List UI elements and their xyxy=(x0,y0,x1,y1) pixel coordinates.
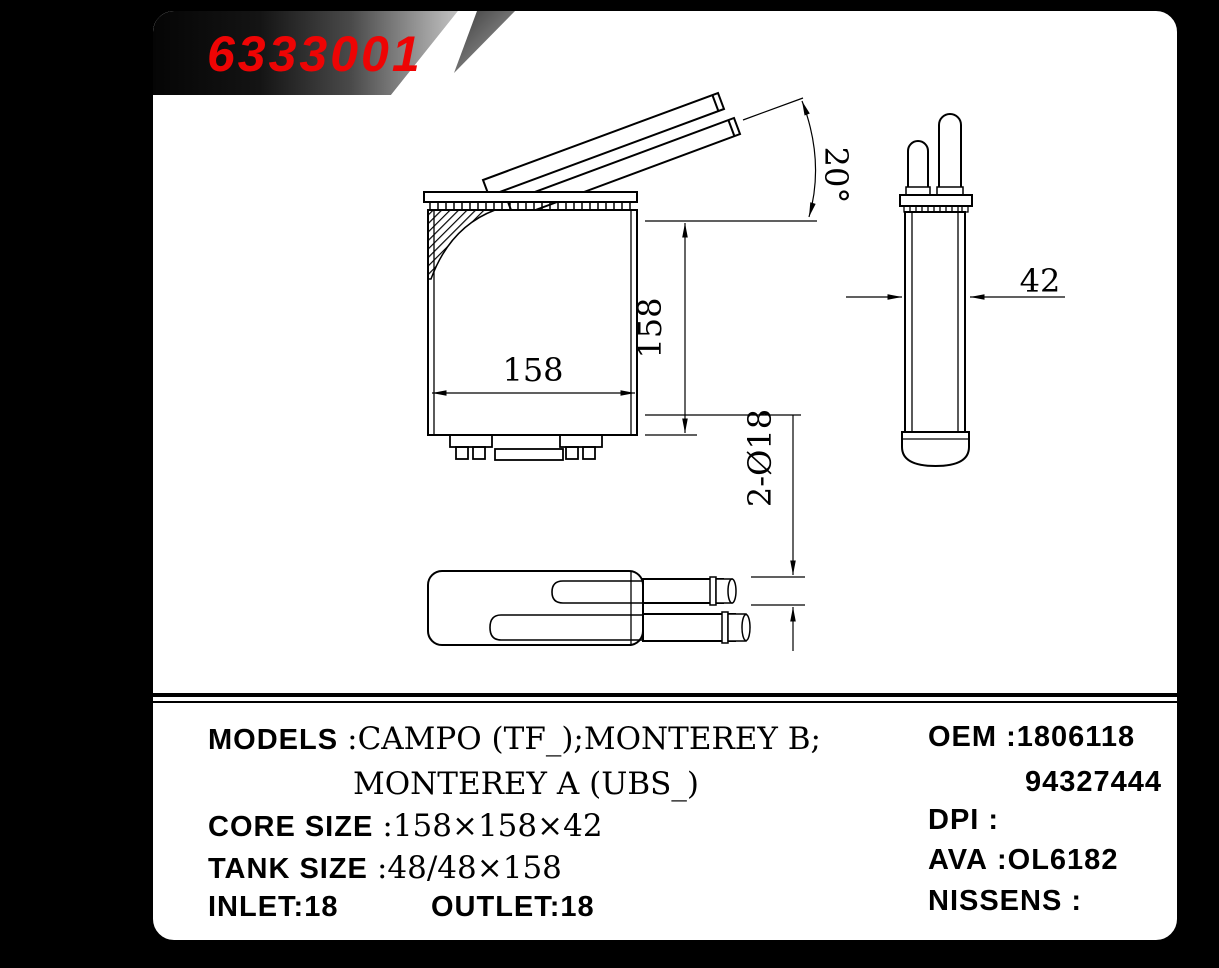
spec-models-label: MODELS xyxy=(208,724,339,756)
dimensions xyxy=(432,97,1065,651)
spec-oem-value: :1806118 xyxy=(1006,721,1136,753)
bottom-brackets xyxy=(449,434,603,461)
spec-tank-size-value: :48/48×158 xyxy=(376,850,562,886)
spec-ava-value: :OL6182 xyxy=(997,844,1119,876)
separator-line-thin xyxy=(153,701,1177,703)
banner-stripe xyxy=(391,11,477,95)
spec-ava: AVA :OL6182 xyxy=(928,844,1118,877)
spec-oem-line2: 94327444 xyxy=(1025,766,1163,798)
spec-inlet: INLET:18 xyxy=(208,891,339,923)
dim-pipe-diameter-label: 2-Ø18 xyxy=(741,409,779,507)
dim-width-label: 158 xyxy=(502,351,563,389)
side-view xyxy=(899,113,973,468)
part-number: 6333001 xyxy=(207,26,423,82)
spec-core-size-value: :158×158×42 xyxy=(382,808,603,844)
dim-depth-label: 42 xyxy=(1020,262,1061,300)
drawing-sheet: 6333001 xyxy=(150,8,1180,943)
dim-angle xyxy=(742,97,817,218)
spec-oem: OEM :1806118 xyxy=(928,721,1135,754)
spec-dpi-label: DPI xyxy=(928,804,980,836)
spec-models-value: :CAMPO (TF_);MONTEREY B; xyxy=(347,721,821,757)
spec-tank-size: TANK SIZE :48/48×158 xyxy=(208,850,562,886)
spec-nissens-value: : xyxy=(1071,885,1083,917)
dim-height xyxy=(645,220,817,436)
spec-models-line2: MONTEREY A (UBS_) xyxy=(353,766,699,802)
spec-core-size: CORE SIZE :158×158×42 xyxy=(208,808,603,844)
technical-drawing: 158 158 20° 42 2-Ø18 xyxy=(423,91,1065,651)
spec-tank-size-label: TANK SIZE xyxy=(208,853,368,885)
banner-corner-triangle xyxy=(454,11,515,73)
front-view xyxy=(423,91,742,461)
spec-ava-label: AVA xyxy=(928,844,988,876)
spec-dpi-value: : xyxy=(988,804,1000,836)
spec-nissens: NISSENS : xyxy=(928,885,1082,918)
bottom-view xyxy=(427,570,751,646)
spec-core-size-label: CORE SIZE xyxy=(208,811,374,843)
spec-oem-label: OEM xyxy=(928,721,998,753)
banner-graphic xyxy=(153,11,515,95)
dim-height-label: 158 xyxy=(631,297,669,358)
banner-shape xyxy=(153,11,458,95)
part-number-banner: 6333001 xyxy=(153,11,533,95)
spec-outlet: OUTLET:18 xyxy=(431,891,595,923)
dim-pipe-diameter xyxy=(645,414,805,651)
spec-nissens-label: NISSENS xyxy=(928,885,1063,917)
dim-angle-label: 20° xyxy=(817,147,855,204)
spec-models: MODELS :CAMPO (TF_);MONTEREY B; xyxy=(208,721,821,757)
spec-dpi: DPI : xyxy=(928,804,999,837)
separator-line-thick xyxy=(153,693,1177,697)
hatched-corner xyxy=(427,209,496,280)
